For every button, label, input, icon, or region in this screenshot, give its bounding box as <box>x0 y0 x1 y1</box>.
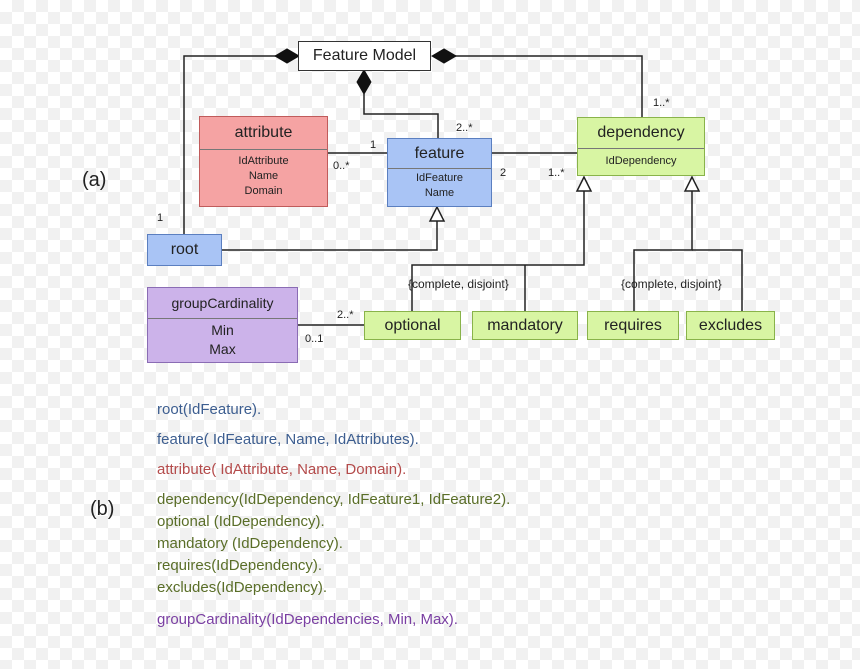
feature-composition-line <box>363 94 439 138</box>
group-cardinality-class-name: groupCardinality <box>171 295 274 311</box>
dependency-kind-generalization-line <box>411 191 585 311</box>
group-cardinality-field: Min <box>211 322 234 338</box>
multiplicity-label: 1 <box>370 139 377 151</box>
feature-field: IdFeature <box>415 172 464 184</box>
prolog-optional-fact: optional (IdDependency). <box>157 513 325 530</box>
root-composition-line <box>183 55 276 234</box>
root-class: root <box>147 234 222 266</box>
constraint-kind-generalization-line <box>633 191 693 311</box>
group-cardinality-field: Max <box>209 341 236 357</box>
dependency-class-name: dependency <box>597 124 685 141</box>
dependency-composition-line <box>455 55 643 117</box>
excludes-branch-line <box>692 249 743 311</box>
optional-class-name: optional <box>384 316 441 334</box>
attribute-class: attribute IdAttribute Name Domain <box>199 116 328 207</box>
root-composition-diamond <box>274 48 300 64</box>
root-generalization-line <box>222 221 438 251</box>
multiplicity-label: 2 <box>500 167 507 179</box>
prolog-group-cardinality-fact: groupCardinality(IdDependencies, Min, Ma… <box>157 611 458 628</box>
multiplicity-label: 2..* <box>456 122 473 134</box>
dependency-composition-diamond <box>431 48 457 64</box>
prolog-requires-fact: requires(IdDependency). <box>157 557 323 574</box>
attribute-field: IdAttribute <box>238 155 289 167</box>
part-a-label: (a) <box>82 169 107 191</box>
prolog-feature-fact: feature( IdFeature, Name, IdAttributes). <box>157 431 419 448</box>
prolog-root-fact: root(IdFeature). <box>157 401 262 418</box>
multiplicity-label: 0..1 <box>305 333 324 345</box>
attribute-field: Name <box>248 170 279 182</box>
constraint-generalization-triangle <box>683 175 701 192</box>
feature-class: feature IdFeature Name <box>387 138 492 207</box>
feature-kind-constraint: {complete, disjoint} <box>408 277 509 291</box>
feature-model-label: Feature Model <box>312 47 417 64</box>
prolog-excludes-fact: excludes(IdDependency). <box>157 579 328 596</box>
prolog-attribute-fact: attribute( IdAttribute, Name, Domain). <box>157 461 407 478</box>
multiplicity-label: 1..* <box>548 167 565 179</box>
feature-field: Name <box>424 187 455 199</box>
part-b-label: (b) <box>90 498 115 520</box>
mandatory-class: mandatory <box>472 311 578 340</box>
multiplicity-label: 1 <box>157 212 164 224</box>
dependency-kind-constraint: {complete, disjoint} <box>621 277 722 291</box>
feature-composition-diamond <box>356 69 372 95</box>
requires-class-name: requires <box>604 316 662 334</box>
multiplicity-label: 0..* <box>333 160 350 172</box>
feature-class-name: feature <box>414 145 465 162</box>
dependency-generalization-triangle <box>575 175 593 192</box>
excludes-class-name: excludes <box>698 316 763 334</box>
requires-class: requires <box>587 311 679 340</box>
dependency-class: dependency IdDependency <box>577 117 705 176</box>
dependency-field: IdDependency <box>605 155 677 167</box>
prolog-mandatory-fact: mandatory (IdDependency). <box>157 535 343 552</box>
multiplicity-label: 1..* <box>653 97 670 109</box>
multiplicity-label: 2..* <box>337 309 354 321</box>
feature-generalization-triangle <box>428 205 446 222</box>
mandatory-class-name: mandatory <box>487 316 563 334</box>
attribute-field: Domain <box>244 185 283 197</box>
feature-model-class: Feature Model <box>298 41 431 71</box>
excludes-class: excludes <box>686 311 775 340</box>
optional-class: optional <box>364 311 461 340</box>
root-class-name: root <box>170 241 199 258</box>
prolog-dependency-fact: dependency(IdDependency, IdFeature1, IdF… <box>157 491 511 508</box>
attribute-class-name: attribute <box>234 124 293 141</box>
group-cardinality-class: groupCardinality Min Max <box>147 287 298 363</box>
